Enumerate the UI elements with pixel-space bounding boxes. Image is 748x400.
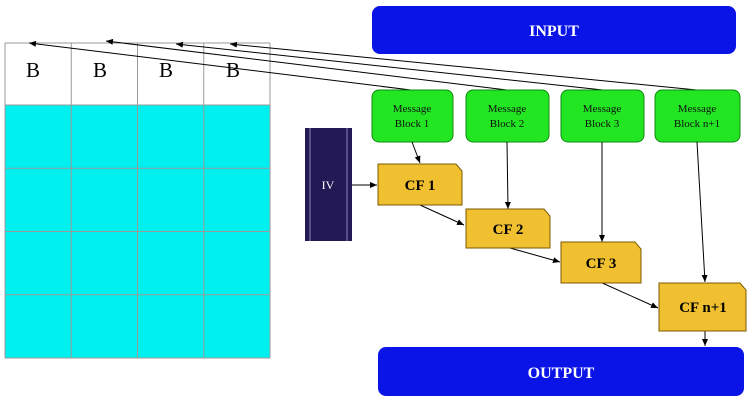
output-label: OUTPUT — [528, 365, 595, 382]
cf-block-2: CF 2 — [465, 208, 551, 249]
cf-block-2-box — [465, 208, 551, 249]
message-block-3-box — [560, 89, 645, 143]
cf-block-n: CF n+1 — [658, 282, 747, 332]
message-block-n-line1: Message — [678, 103, 717, 115]
cf-block-3-box — [560, 241, 642, 284]
message-block-1-line1: Message — [393, 103, 432, 115]
arrow-block2-to-cf2 — [504, 141, 511, 210]
grid-lines — [4, 42, 271, 359]
cf-block-1: CF 1 — [377, 163, 463, 206]
cf-block-1-label: CF 1 — [405, 178, 436, 194]
message-block-3-line1: Message — [583, 103, 622, 115]
arrow-block2-to-grid — [105, 38, 508, 91]
input-banner-box — [372, 6, 736, 54]
output-grid: B B B B — [4, 42, 271, 359]
grid-header-label-4: B — [226, 58, 240, 82]
message-block-2-line2: Block 2 — [490, 118, 525, 130]
arrow-blockn-to-grid — [229, 41, 698, 91]
message-block-3: Message Block 3 — [560, 89, 645, 143]
message-block-1-box — [371, 89, 454, 143]
cf-block-n-box — [658, 282, 747, 332]
message-block-n-line2: Block n+1 — [674, 118, 720, 130]
cf-block-2-label: CF 2 — [493, 222, 524, 238]
message-block-1-line2: Block 1 — [395, 118, 430, 130]
cf-block-3-label: CF 3 — [586, 256, 617, 272]
cf-block-3: CF 3 — [560, 241, 642, 284]
grid-header-label-1: B — [26, 58, 40, 82]
iv-label: IV — [322, 178, 335, 192]
message-block-n-box — [654, 89, 741, 143]
message-block-2: Message Block 2 — [465, 89, 550, 143]
chain-arrows — [352, 141, 708, 346]
input-banner: INPUT — [372, 6, 736, 54]
arrow-cf2-to-cf3 — [509, 247, 561, 264]
message-block-3-line2: Block 3 — [585, 118, 620, 130]
iv-block-box — [305, 128, 352, 241]
arrow-blockn-to-cfn — [696, 141, 708, 283]
arrow-cf3-to-cfn — [599, 281, 659, 309]
message-block-n: Message Block n+1 — [654, 89, 741, 143]
iv-block: IV — [305, 128, 352, 241]
message-block-1: Message Block 1 — [371, 89, 454, 143]
cf-block-n-label: CF n+1 — [679, 300, 727, 316]
grid-header-label-2: B — [93, 58, 107, 82]
output-banner: OUTPUT — [378, 347, 744, 396]
message-block-2-box — [465, 89, 550, 143]
cf-block-1-box — [377, 163, 463, 206]
input-label: INPUT — [529, 23, 579, 40]
output-banner-box — [378, 347, 744, 396]
arrow-block3-to-grid — [175, 41, 604, 91]
message-block-2-line1: Message — [488, 103, 527, 115]
grid-header-label-3: B — [159, 58, 173, 82]
feedback-arrows — [28, 38, 698, 91]
arrow-block1-to-grid — [28, 40, 412, 91]
arrow-cf1-to-cf2 — [419, 204, 465, 226]
arrow-block1-to-cf1 — [411, 141, 421, 164]
